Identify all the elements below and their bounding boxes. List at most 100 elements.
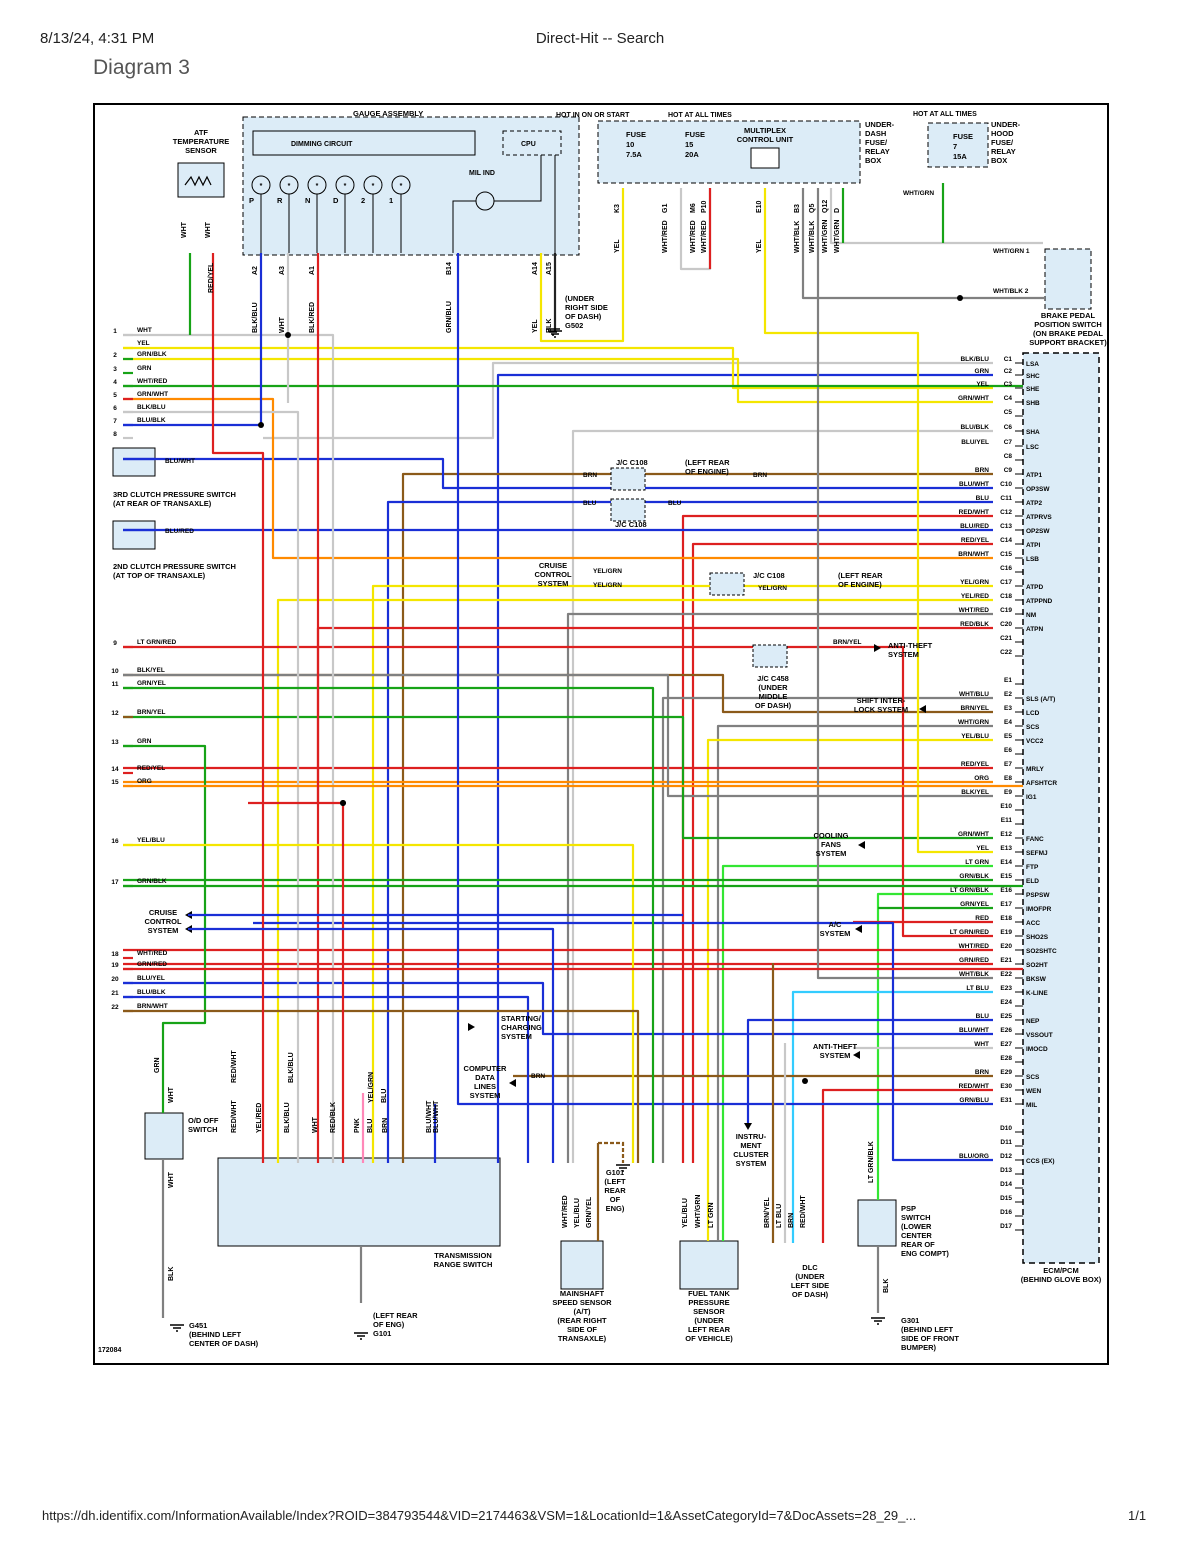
left-wire-color: BRN/WHT <box>137 1003 168 1010</box>
jc-c458: (UNDER <box>758 683 788 692</box>
ecm-pin-signal: SCS <box>1026 1074 1040 1081</box>
left-wire-number: 6 <box>113 405 117 412</box>
ecm-pin-number: E18 <box>1000 915 1012 922</box>
ecm-pin-wire: RED/YEL <box>961 761 989 768</box>
arrow-head <box>874 644 881 652</box>
fuel-tank-wire-label: LT GRN <box>708 1202 715 1228</box>
fuse-pin-label: P10 <box>701 200 708 213</box>
ecm-pin-wire: BLU <box>976 495 990 502</box>
cooling-fans-label: FANS <box>821 840 841 849</box>
fuse-b: 20A <box>685 150 699 159</box>
ecm-pin-number: E30 <box>1000 1083 1012 1090</box>
ecm-pin-signal: BKSW <box>1026 976 1047 983</box>
ecm-pin-number: E24 <box>1000 999 1012 1006</box>
under-dash-box-label: BOX <box>865 156 881 165</box>
ground-g101-bot-label: (LEFT REAR <box>373 1311 418 1320</box>
left-wire-number: 3 <box>113 366 117 373</box>
ecm-pin-number: E3 <box>1004 705 1012 712</box>
ecm-pin-wire: BRN/YEL <box>960 705 989 712</box>
junction-connector <box>610 498 646 522</box>
arrow-head <box>509 1079 516 1087</box>
data-lines-label: LINES <box>474 1082 496 1091</box>
hot-run-label: HOT IN ON OR START <box>556 112 630 119</box>
multiplex-label: CONTROL UNIT <box>737 135 794 144</box>
dlc-wire-label: BRN/YEL <box>764 1197 771 1228</box>
left-wire-color: YEL/BLU <box>137 837 165 844</box>
ecm-wire-c17 <box>371 584 993 1163</box>
fuse-a: FUSE <box>626 130 646 139</box>
ecm-pin-signal: SCS <box>1026 724 1040 731</box>
footer-url[interactable]: https://dh.identifix.com/InformationAvai… <box>42 1508 917 1523</box>
jc-c458: J/C C458 <box>757 674 789 683</box>
transmission-range-switch <box>217 1157 501 1247</box>
ground-g101-top-label: REAR <box>604 1186 626 1195</box>
ecm-pin-signal: SEFMJ <box>1026 850 1048 857</box>
data-lines-label: SYSTEM <box>470 1091 501 1100</box>
ecm-pin-number: E16 <box>1000 887 1012 894</box>
dlc-label: LEFT SIDE <box>791 1281 829 1290</box>
wire-21 <box>123 995 530 1163</box>
ecm-pin-signal: MRLY <box>1026 766 1044 773</box>
ecm-pin-signal: SHA <box>1026 429 1040 436</box>
mainshaft-label: SPEED SENSOR <box>552 1298 612 1307</box>
left-wire-color: BLU/BLK <box>137 989 166 996</box>
ecm-pin-number: C14 <box>1000 537 1012 544</box>
ecm-pin-number: C5 <box>1004 409 1013 416</box>
left-wire-number: 21 <box>111 990 119 997</box>
ecm-wire-e19 <box>123 645 993 938</box>
anti-theft-wire-label: BRN/YEL <box>833 639 862 646</box>
gauge-pin-label: B14 <box>446 262 453 275</box>
od-switch-label: SWITCH <box>188 1125 218 1134</box>
psp-label: (LOWER <box>901 1222 932 1231</box>
ecm-pin-number: C10 <box>1000 481 1012 488</box>
left-wire-color: GRN/BLK <box>137 878 167 885</box>
fuel-tank-label: OF VEHICLE) <box>685 1334 733 1343</box>
under-hood-box-label: BOX <box>991 156 1007 165</box>
mainshaft-label: (REAR RIGHT <box>557 1316 607 1325</box>
wire-6 <box>123 410 300 1163</box>
ecm-pin-wire: WHT/BLK <box>959 971 989 978</box>
ground-g101-top-label: ENG) <box>606 1204 625 1213</box>
ecm-pin-signal: SHO2S <box>1026 934 1049 941</box>
left-wire-color: BLU/BLK <box>137 417 166 424</box>
instrument-cluster-label: MENT <box>740 1141 762 1150</box>
cruise-control-label-1: CRUISE <box>149 908 177 917</box>
ecm-pin-signal: FANC <box>1026 836 1044 843</box>
cpu-block <box>502 130 562 156</box>
gauge-pin-label: A15 <box>546 262 553 275</box>
clutch-2nd-label: (AT TOP OF TRANSAXLE) <box>113 571 206 580</box>
cruise-control-label-1: SYSTEM <box>148 926 179 935</box>
left-wire-color: BLK/BLU <box>137 404 166 411</box>
ecm-pin-number: E20 <box>1000 943 1012 950</box>
psp-label: CENTER <box>901 1231 932 1240</box>
ground-g301-label: G301 <box>901 1316 919 1325</box>
fuse-wire-label: WHT/RED <box>701 220 708 253</box>
left-wire-color: GRN <box>137 738 152 745</box>
ecm-pin-number: E4 <box>1004 719 1012 726</box>
under-dash-fuse-relay-box <box>597 120 861 184</box>
fuse-wire-label: WHT/RED <box>690 220 697 253</box>
arrow-head <box>853 1051 860 1059</box>
jc-c108-a-location: (LEFT REAR <box>685 458 730 467</box>
ground-g451-label: (BEHIND LEFT <box>189 1330 241 1339</box>
ecm-pin-number: E5 <box>1004 733 1012 740</box>
ground-g101-bot-label: OF ENG) <box>373 1320 405 1329</box>
ac-system-label: SYSTEM <box>820 929 851 938</box>
ecm-pin-signal: PSPSW <box>1026 892 1050 899</box>
under-dash-box-label: UNDER- <box>865 120 895 129</box>
ecm-pin-signal: SLS (A/T) <box>1026 696 1055 703</box>
left-wire-number: 17 <box>111 879 119 886</box>
left-wire-color: GRN/BLK <box>137 351 167 358</box>
cruise-control-label-2: CONTROL <box>534 570 571 579</box>
ecm-pin-number: E9 <box>1004 789 1012 796</box>
dlc-label: DLC <box>802 1263 818 1272</box>
fuse-b: 15 <box>685 140 693 149</box>
ecm-wire-e25 <box>746 1018 993 1123</box>
instrument-cluster-label: INSTRU- <box>736 1132 767 1141</box>
ecm-pin-number: C15 <box>1000 551 1012 558</box>
ecm-pin-wire: BLU/WHT <box>959 1027 989 1034</box>
arrow-head <box>858 841 865 849</box>
left-wire-number: 19 <box>111 962 119 969</box>
ecm-pin-number: E11 <box>1001 817 1013 824</box>
jc-c108-a: J/C C108 <box>616 458 648 467</box>
